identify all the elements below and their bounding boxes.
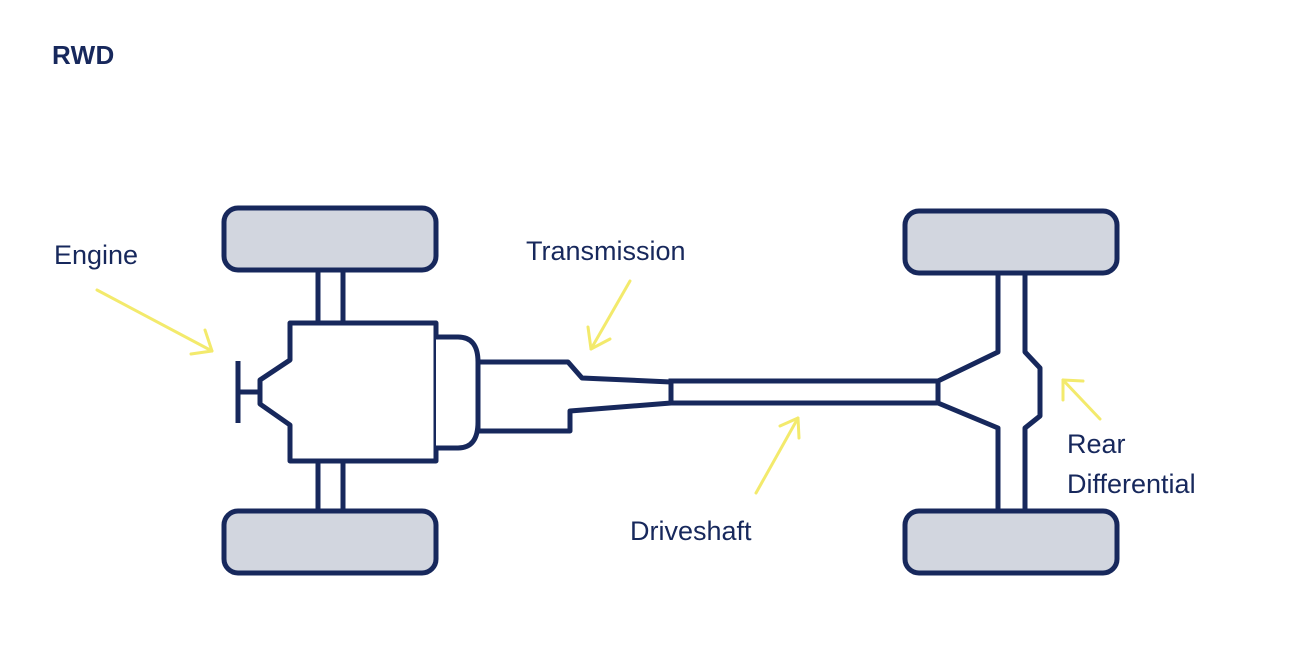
driveshaft xyxy=(668,378,941,406)
rear-left-tire xyxy=(902,208,1120,276)
engine-arrow xyxy=(95,288,214,356)
page-title: RWD xyxy=(52,40,115,70)
transmission-housing xyxy=(475,359,674,434)
bellhousing xyxy=(436,334,481,451)
rear-differential-label-line2: Differential xyxy=(1067,469,1196,499)
front-left-tire xyxy=(221,205,439,273)
rear-differential-arrow xyxy=(1061,378,1102,421)
driveshaft-label: Driveshaft xyxy=(630,516,752,546)
front-axle xyxy=(221,205,439,576)
transmission-arrow xyxy=(586,279,632,351)
rear-differential-label-line1: Rear xyxy=(1067,429,1126,459)
annotation-arrows xyxy=(95,279,1102,495)
rear-right-tire xyxy=(902,508,1120,576)
engine-body xyxy=(257,320,439,464)
rear-differential-housing xyxy=(935,270,1043,514)
front-right-tire xyxy=(221,508,439,576)
transmission-label: Transmission xyxy=(526,236,686,266)
engine-label: Engine xyxy=(54,240,138,270)
rear-axle xyxy=(902,208,1120,576)
driveshaft-arrow xyxy=(754,416,801,495)
driveshaft-tube xyxy=(668,378,941,406)
engine-block xyxy=(235,320,481,464)
transmission xyxy=(475,359,674,434)
